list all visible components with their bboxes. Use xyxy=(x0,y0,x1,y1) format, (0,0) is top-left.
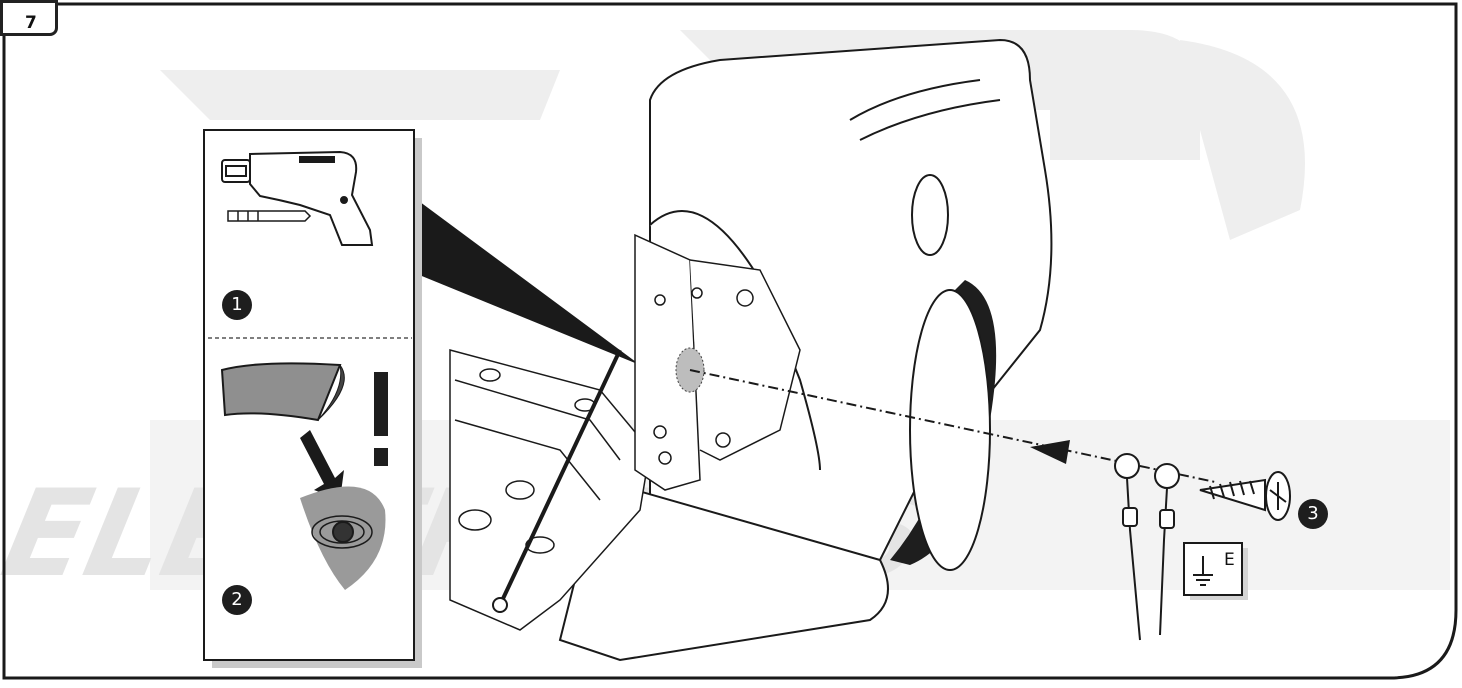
callout-1: 1 xyxy=(222,290,252,320)
rear-bumper xyxy=(558,478,889,662)
step-number: 7 xyxy=(25,13,37,33)
ring-terminal-icon xyxy=(1114,453,1180,641)
wheel-arch xyxy=(909,289,991,571)
earth-letter: E xyxy=(1224,550,1235,570)
strut-rod xyxy=(498,349,622,606)
drill-bit-icon xyxy=(227,210,312,222)
treated-hole xyxy=(300,486,386,590)
screw-icon xyxy=(1199,471,1291,521)
callout-2: 2 xyxy=(222,585,252,615)
boot-floor xyxy=(449,349,651,631)
earth-ground-icon xyxy=(1183,542,1248,600)
apply-arrow xyxy=(300,430,344,500)
step-number-box: 7 xyxy=(0,0,58,36)
body-pillar xyxy=(634,233,801,491)
sealant-sheet xyxy=(220,362,345,422)
direction-arrow xyxy=(1030,440,1070,464)
drill-icon xyxy=(221,150,374,246)
callout-3: 3 xyxy=(1298,499,1328,529)
warning-exclamation-icon xyxy=(374,372,388,466)
zoom-wedge xyxy=(412,196,640,365)
